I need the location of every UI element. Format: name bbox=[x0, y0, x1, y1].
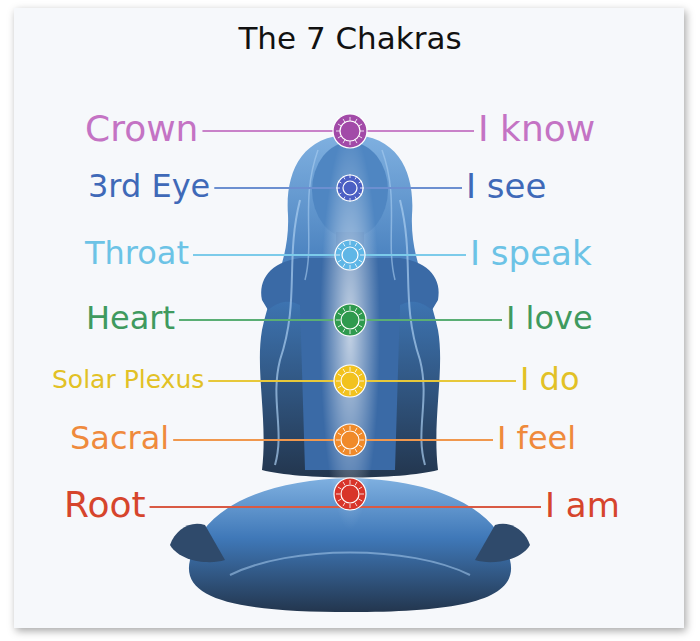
chakra-affirmation: I love bbox=[506, 302, 593, 334]
chakra-name: Root bbox=[64, 487, 146, 523]
chakra-affirmation: I am bbox=[545, 488, 620, 522]
diagram-title: The 7 Chakras bbox=[0, 20, 700, 56]
leader-line bbox=[193, 254, 466, 256]
chakra-name: 3rd Eye bbox=[88, 170, 210, 202]
chakra-name: Throat bbox=[85, 237, 189, 269]
chakra-name: Solar Plexus bbox=[52, 367, 204, 392]
leader-line bbox=[173, 439, 493, 441]
chakra-affirmation: I feel bbox=[497, 422, 576, 454]
chakra-name: Crown bbox=[85, 111, 198, 147]
chakra-affirmation: I know bbox=[478, 111, 595, 147]
chakra-name: Heart bbox=[86, 302, 175, 334]
chakra-affirmation: I speak bbox=[470, 236, 592, 270]
chakra-affirmation: I do bbox=[520, 363, 580, 395]
chakra-affirmation: I see bbox=[466, 169, 546, 203]
chakra-name: Sacral bbox=[70, 422, 169, 454]
